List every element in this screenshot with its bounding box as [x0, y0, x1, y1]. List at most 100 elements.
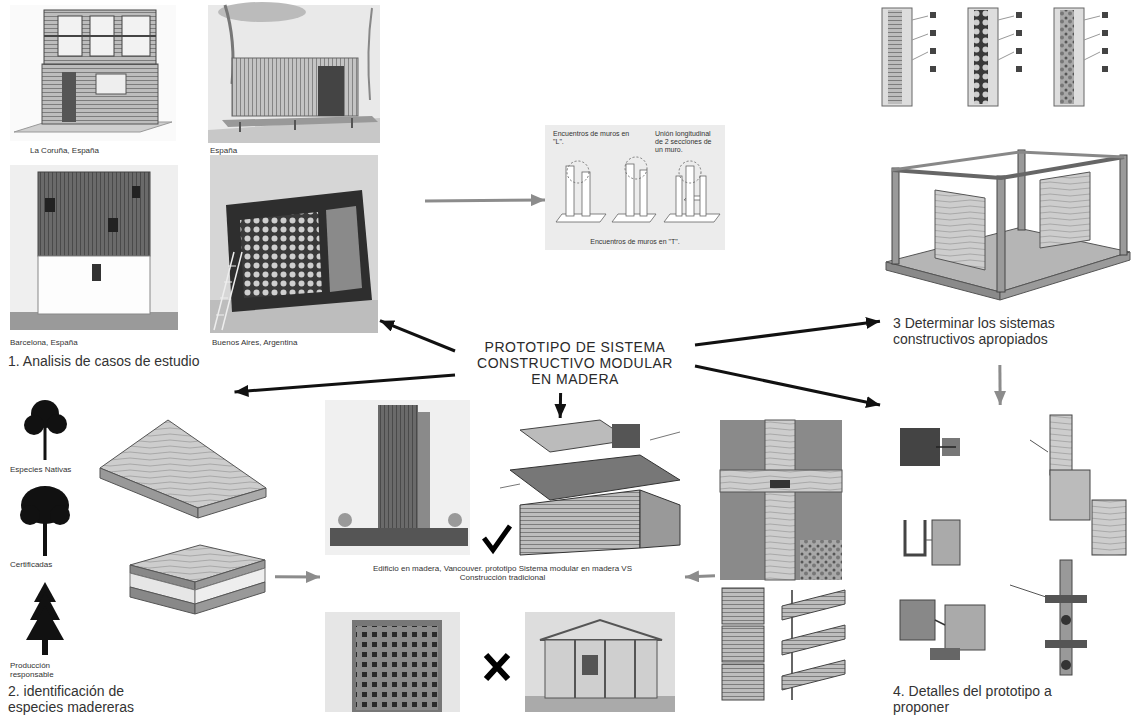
photo-barcelona — [38, 256, 150, 314]
tree-icons — [26, 606, 64, 640]
photo-espana — [318, 66, 344, 116]
connection-details — [926, 540, 932, 541]
node-text: Especies Nativas — [10, 465, 78, 474]
connection-details — [1060, 560, 1072, 675]
timber-panels — [130, 587, 195, 614]
node-text: Producción responsable — [10, 661, 70, 679]
connection-details — [900, 415, 1126, 675]
connection-details — [930, 648, 960, 660]
node-text: Edificio en madera, Vancouver. prototipo… — [350, 564, 655, 582]
tree-icons — [47, 414, 67, 434]
wall-layer-sections — [1102, 48, 1108, 54]
wall-junction-sketch — [625, 157, 647, 179]
connection-details — [935, 620, 945, 625]
node-text: 2. identificación de especies madereras — [8, 683, 183, 715]
tree-icons — [50, 505, 70, 525]
frame-3d-model — [1018, 150, 1025, 230]
arrow-connector — [695, 366, 880, 405]
photo-buenos-aires — [220, 298, 228, 299]
frame-3d-model — [997, 176, 1005, 292]
node-text: Unión longitudinal de 2 secciones de un … — [655, 130, 719, 154]
connection-details — [1010, 585, 1055, 600]
photo-buenos-aires — [222, 252, 242, 330]
timber-panels — [100, 420, 266, 508]
comparison-images — [604, 640, 606, 698]
tree-icons — [20, 505, 40, 525]
wall-layer-sections — [1016, 12, 1022, 18]
case-study-section: 1. Analisis de casos de estudioLa Coruña… — [5, 0, 425, 372]
connection-details — [936, 446, 956, 448]
photo-buenos-aires — [216, 315, 224, 316]
comparison-images — [325, 400, 680, 712]
tree-icon-box: Producción responsable — [8, 578, 78, 680]
wall-layer-sections — [1084, 16, 1100, 20]
photo-caption-box: La Coruña, España — [8, 4, 180, 156]
wall-layer-sections — [998, 52, 1014, 60]
timber-panels — [100, 420, 266, 614]
comparison-images — [378, 405, 418, 543]
photo-buenos-aires — [326, 206, 362, 292]
comparison-images — [510, 455, 680, 500]
node-text: PROTOTIPO DE SISTEMA CONSTRUCTIVO MODULA… — [467, 339, 683, 387]
frame-3d-model — [1000, 252, 1130, 300]
node-text: Barcelona, España — [10, 338, 175, 347]
photo-caption-box: Buenos Aires, Argentina — [208, 153, 380, 348]
node-text: La Coruña, España — [30, 146, 178, 155]
photo-caption-box: España — [206, 4, 382, 156]
photo-buenos-aires — [210, 155, 378, 333]
tree-icons — [44, 425, 47, 460]
wall-layer-sections — [930, 48, 936, 54]
wall-junction-sketch — [545, 125, 725, 250]
wall-layer-sections — [998, 34, 1014, 40]
facade-images — [770, 480, 790, 488]
frame-3d-model — [886, 150, 1130, 300]
node-text: Encuentros de muros en "L". — [553, 130, 631, 146]
photo-la-coruna — [42, 64, 158, 124]
arrow-connector — [275, 575, 320, 578]
wall-layer-sections — [1016, 30, 1022, 36]
photo-la-coruna — [62, 72, 76, 122]
node-text: Buenos Aires, Argentina — [212, 338, 372, 347]
comparison-images — [612, 424, 640, 448]
photo-espana — [351, 118, 353, 128]
photo-la-coruna — [44, 35, 156, 37]
photo-la-coruna — [10, 5, 176, 141]
arrow-connector — [695, 321, 880, 345]
connection-details — [1050, 415, 1072, 475]
photo-espana — [208, 5, 380, 143]
comparison-images — [338, 513, 352, 527]
connection-details — [1061, 615, 1071, 625]
photo-buenos-aires — [210, 155, 378, 333]
wall-layer-sections — [1084, 34, 1100, 40]
arrow-connector — [559, 393, 562, 418]
wall-layer-sections — [912, 52, 928, 60]
wall-junction-sketch — [686, 166, 694, 216]
wall-junction-sketch — [567, 161, 589, 183]
photo-barcelona — [92, 264, 101, 281]
comparison-box: Edificio en madera, Vancouver. prototipo… — [320, 418, 685, 715]
wall-layer-sections — [1054, 8, 1084, 106]
wall-layer-sections — [888, 10, 902, 104]
comparison-images — [448, 513, 462, 527]
photo-caption-box: Barcelona, España — [8, 160, 180, 348]
frame-3d-model — [892, 152, 1124, 170]
wall-layer-sections — [882, 8, 912, 106]
central-title: PROTOTIPO DE SISTEMA CONSTRUCTIVO MODULA… — [455, 333, 695, 393]
photo-buenos-aires — [228, 266, 236, 267]
photo-espana — [368, 8, 372, 100]
facade-images — [720, 470, 842, 492]
frame-3d-model — [892, 168, 899, 264]
tree-icons — [21, 486, 69, 524]
wall-junction-sketch — [556, 214, 606, 222]
connection-details — [1050, 470, 1090, 520]
comparison-images — [545, 640, 657, 698]
junction-panel: Encuentros de muros en "L". Unión longitu… — [545, 125, 725, 250]
wall-layer-sections — [930, 30, 936, 36]
connection-details — [900, 600, 935, 640]
comparison-images — [520, 490, 640, 555]
wall-layer-sections — [912, 34, 928, 40]
facade-images — [782, 590, 845, 620]
timber-panels — [198, 488, 266, 518]
wall-junction-sketch — [556, 164, 720, 222]
connection-details — [1061, 660, 1071, 670]
